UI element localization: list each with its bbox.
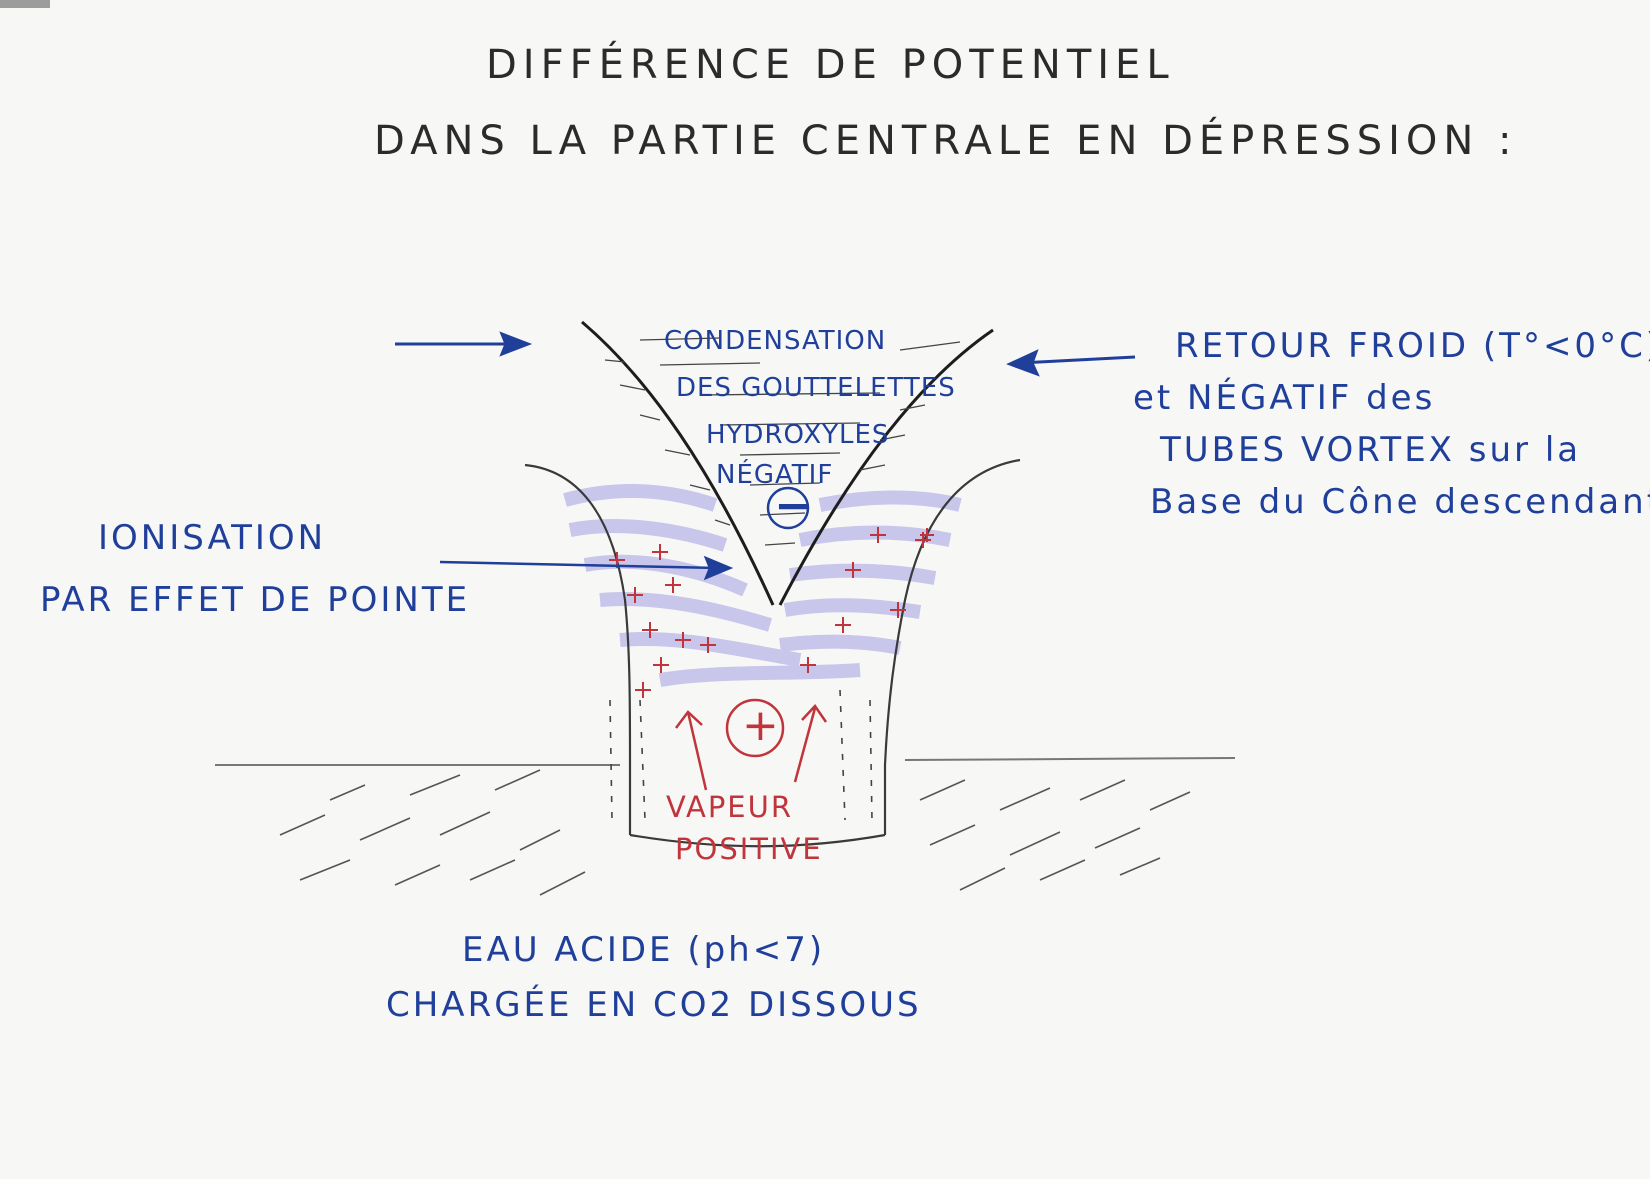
inflow-arrow-right: [1010, 352, 1135, 374]
diagram-title-line-1: DIFFÉRENCE DE POTENTIEL: [486, 42, 1175, 88]
gouttelettes-label: DES GOUTTELETTES: [676, 373, 956, 403]
negative-charge-symbol: −: [774, 478, 816, 532]
base-cone-label: Base du Cône descendant: [1150, 482, 1650, 522]
condensation-label: CONDENSATION: [664, 326, 886, 356]
positive-label: POSITIVE: [675, 832, 823, 866]
effet-de-pointe-label: PAR EFFET DE POINTE: [40, 580, 470, 620]
eau-acide-label: EAU ACIDE (ph<7): [462, 930, 825, 970]
ground-line: [215, 758, 1235, 765]
retour-negatif-label: et NÉGATIF des: [1133, 378, 1435, 418]
ionisation-label: IONISATION: [98, 518, 326, 558]
retour-froid-label: RETOUR FROID (T°<0°C): [1175, 326, 1650, 366]
co2-dissous-label: CHARGÉE EN CO2 DISSOUS: [386, 985, 922, 1025]
positive-charge-symbol: +: [742, 700, 782, 751]
inflow-arrow-left: [395, 334, 528, 354]
tubes-vortex-label: TUBES VORTEX sur la: [1160, 430, 1581, 470]
vapeur-label: VAPEUR: [666, 790, 793, 824]
hydroxyles-label: HYDROXYLES: [706, 420, 889, 450]
diagram-title-line-2: DANS LA PARTIE CENTRALE EN DÉPRESSION :: [374, 118, 1518, 164]
